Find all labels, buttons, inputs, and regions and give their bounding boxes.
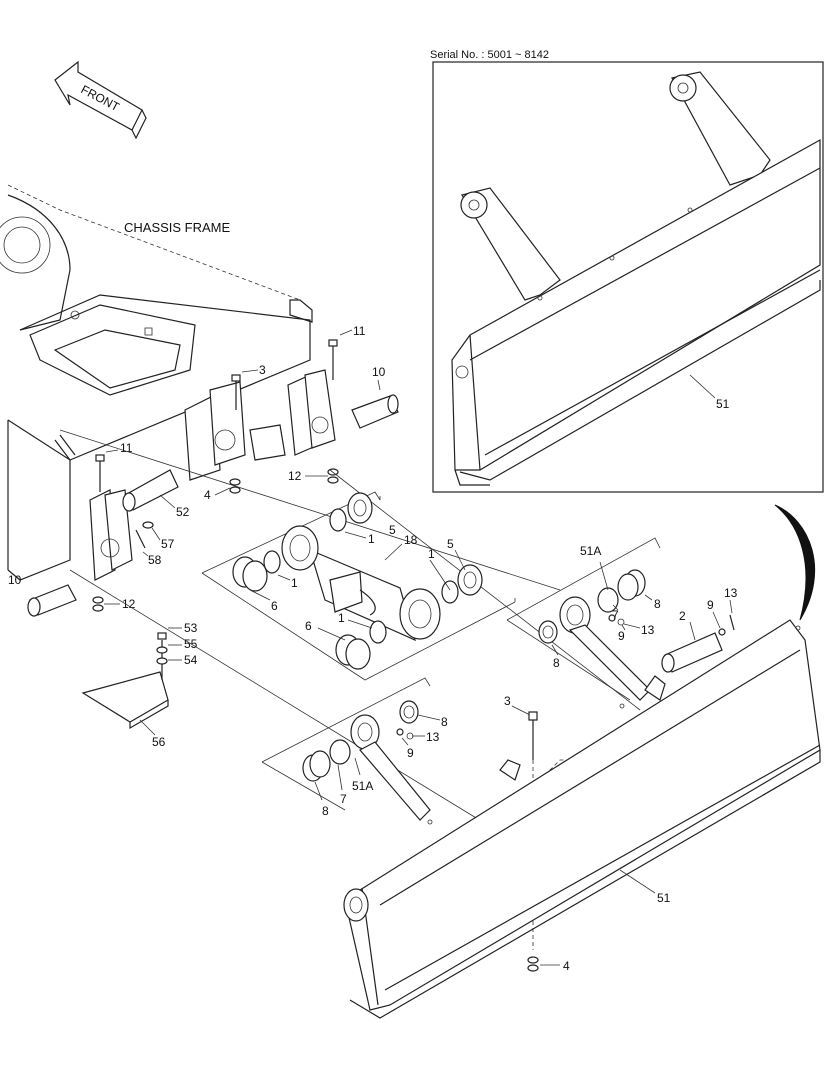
- assembly-line-3: [329, 469, 641, 711]
- callout-1-a: 1: [368, 532, 375, 546]
- callout-51-inset: 51: [716, 397, 730, 411]
- group-box-center: [201, 491, 516, 681]
- callout-1-c: 1: [291, 576, 298, 590]
- bushing-51A-lower: [302, 700, 431, 821]
- callout-54: 54: [184, 653, 198, 667]
- callout-51-main: 51: [657, 891, 671, 905]
- callout-18: 18: [404, 533, 418, 547]
- callout-9-a: 9: [618, 629, 625, 643]
- pin-52: [122, 469, 179, 512]
- nut-12-lower: [92, 596, 104, 604]
- callout-8-a: 8: [654, 597, 661, 611]
- callout-1-b: 1: [428, 547, 435, 561]
- nut-4-upper: [229, 478, 241, 486]
- assembly-line-2: [69, 569, 546, 861]
- ring-1-d: [369, 620, 387, 644]
- bolt-58: [135, 529, 146, 549]
- callout-12-a: 12: [288, 469, 302, 483]
- washer-5-b: [457, 564, 483, 596]
- callout-12-b: 12: [122, 597, 136, 611]
- chassis-frame-label: CHASSIS FRAME: [124, 220, 231, 235]
- dozer-blade-51: [343, 619, 821, 1019]
- group-box-right: [506, 537, 661, 701]
- callout-9-b: 9: [707, 598, 714, 612]
- callout-5-b: 5: [447, 537, 454, 551]
- cover-plate-56: [81, 632, 169, 730]
- pin-10-upper: [351, 394, 399, 429]
- ring-1-c: [263, 550, 281, 574]
- front-arrow-icon: FRONT: [54, 60, 147, 140]
- nut-12-lower-b: [92, 604, 104, 612]
- callout-7-a: 7: [612, 608, 619, 622]
- pin-2: [661, 614, 735, 673]
- callout-51A-a: 51A: [580, 544, 601, 558]
- washer-5-a: [347, 492, 373, 524]
- callout-58: 58: [148, 553, 162, 567]
- nut-12-upper-b: [327, 476, 339, 484]
- callout-9-c: 9: [407, 746, 414, 760]
- callout-13-a: 13: [641, 623, 655, 637]
- pin-10-lower: [27, 584, 77, 617]
- callout-4-b: 4: [563, 959, 570, 973]
- callout-3-a: 3: [259, 363, 266, 377]
- callout-6-a: 6: [271, 599, 278, 613]
- callout-5-a: 5: [389, 523, 396, 537]
- serial-number-label: Serial No. : 5001 ~ 8142: [430, 49, 549, 61]
- callout-8-c: 8: [441, 715, 448, 729]
- callout-55: 55: [184, 637, 198, 651]
- callout-3-b: 3: [504, 694, 511, 708]
- cylinder-18: [281, 525, 441, 642]
- callout-11-b: 11: [120, 441, 133, 455]
- callout-4-a: 4: [204, 488, 211, 502]
- callout-6-b: 6: [305, 619, 312, 633]
- inset-frame: [432, 61, 824, 493]
- bushing-51A-upper: [538, 569, 651, 701]
- bolt-3-upper: [231, 374, 241, 410]
- group-box-left: [261, 677, 431, 811]
- inset-dozer-blade: [451, 71, 821, 486]
- transition-arrow: [774, 504, 816, 621]
- callout-7-b: 7: [340, 792, 347, 806]
- callout-56: 56: [152, 735, 166, 749]
- callout-53: 53: [184, 621, 198, 635]
- callout-2: 2: [679, 609, 686, 623]
- callout-8-b: 8: [553, 656, 560, 670]
- callout-10-a: 10: [372, 365, 386, 379]
- callout-57: 57: [161, 537, 175, 551]
- ring-1-a: [329, 508, 347, 532]
- callout-10-b: 10: [8, 573, 22, 587]
- callout-8-d: 8: [322, 804, 329, 818]
- callout-13-c: 13: [426, 730, 440, 744]
- assembly-line-1: [59, 429, 561, 591]
- callout-52: 52: [176, 505, 190, 519]
- chassis-frame: [0, 184, 336, 581]
- ring-1-b: [441, 580, 459, 604]
- washer-57: [142, 521, 154, 529]
- bolt-11-upper: [328, 339, 338, 380]
- callout-1-d: 1: [338, 611, 345, 625]
- callout-51A-b: 51A: [352, 779, 373, 793]
- callout-13-b: 13: [724, 586, 738, 600]
- bolt-11-lower: [95, 454, 105, 492]
- callout-11-a: 11: [353, 324, 366, 338]
- nut-4-upper-b: [229, 486, 241, 494]
